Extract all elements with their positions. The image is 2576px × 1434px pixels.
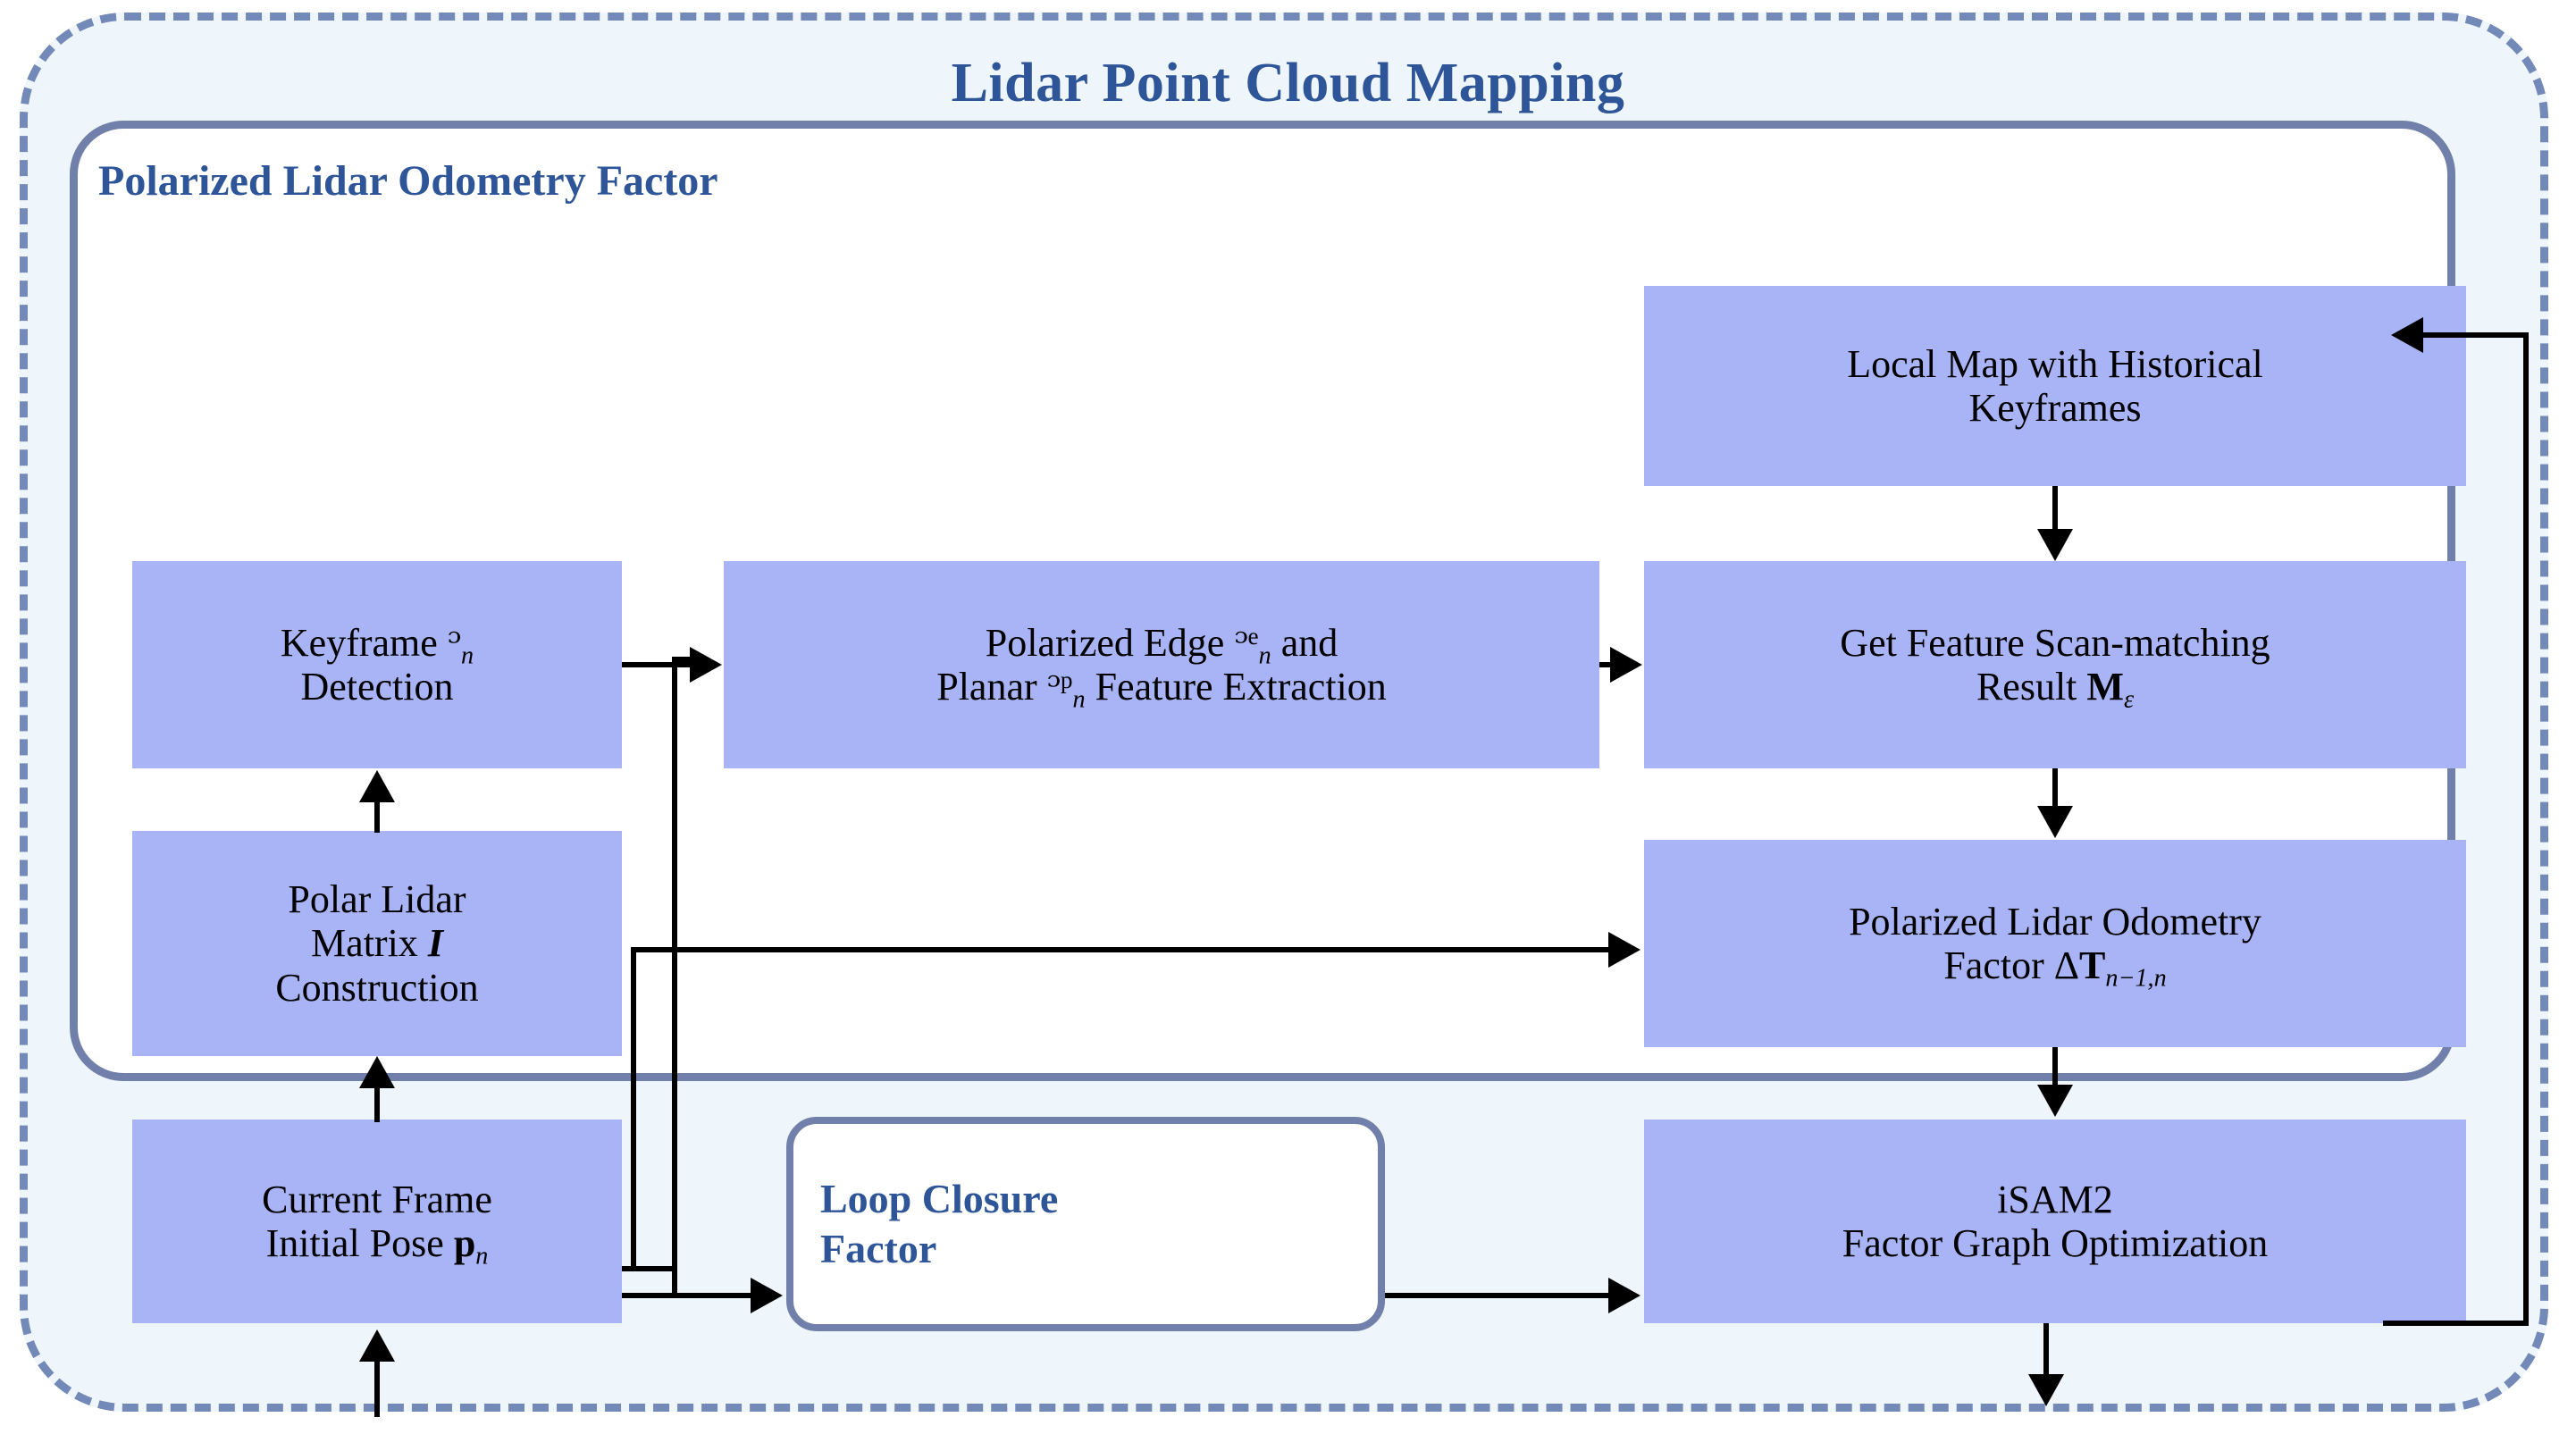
edge-localmap-scanmatching-arrow (2037, 529, 2073, 561)
edge-currentframe-loop-arrow (751, 1278, 783, 1313)
edge-polarmatrix-keyframe-arrow (359, 770, 395, 802)
node-polar-matrix-line3: Construction (275, 965, 479, 1010)
blackboard-F-icon: ᵓ (1234, 619, 1248, 666)
node-current-frame-line1: Current Frame (262, 1177, 492, 1221)
edge-odometry-isam2-arrow (2037, 1085, 2073, 1117)
edge-isam2-external-arrow (2028, 1374, 2064, 1406)
edge-feedback-h-bottom (2383, 1321, 2529, 1326)
node-current-frame[interactable]: Current Frame Initial Pose pn (132, 1120, 622, 1323)
node-feature-extraction[interactable]: Polarized Edge ᵓen and Planar ᵓpn Featur… (724, 561, 1599, 768)
node-isam2-line1: iSAM2 (1997, 1177, 2113, 1221)
edge-odometry-isam2-line (2052, 1047, 2058, 1088)
node-feature-extraction-line2: Planar ᵓpn Feature Extraction (936, 664, 1387, 714)
node-isam2-line2: Factor Graph Optimization (1842, 1221, 2269, 1265)
edge-keyframe-feature-line (622, 662, 695, 667)
edge-external-currentframe-arrow (359, 1329, 395, 1362)
blackboard-F-icon: ᵓ (447, 619, 462, 666)
node-scan-matching-line2: Result Mε (1976, 665, 2135, 714)
node-local-map-line2: Keyframes (1968, 386, 2142, 430)
edge-scanmatching-odometry-arrow (2037, 806, 2073, 838)
node-polar-matrix-line1: Polar Lidar (288, 877, 466, 922)
node-loop-closure-line2: Factor (820, 1226, 937, 1271)
edge-loop-isam2-arrow (1608, 1278, 1640, 1313)
node-local-map-line1: Local Map with Historical (1847, 341, 2263, 386)
edge-feedback-h-top (2412, 332, 2529, 338)
page-title: Lidar Point Cloud Mapping (951, 53, 1625, 113)
blackboard-F-icon: ᵓ (1046, 664, 1061, 709)
edge-feedback-riser (2523, 332, 2529, 1326)
node-current-frame-line2: Initial Pose pn (265, 1221, 489, 1270)
edge-keyframe-feature-arrow (690, 647, 722, 683)
edge-feature-scanmatching-line (1599, 662, 1617, 667)
edge-currentframe-feature-h1 (622, 1293, 677, 1298)
edge-currentframe-polarmatrix-line (374, 1088, 380, 1122)
matrix-M-symbol: M (2086, 665, 2124, 709)
node-polar-matrix[interactable]: Polar Lidar Matrix I Construction (132, 831, 622, 1056)
node-polar-matrix-line2: Matrix I (311, 921, 443, 966)
edge-loop-isam2-line (1385, 1293, 1615, 1298)
node-loop-closure-factor[interactable]: Loop Closure Factor (786, 1117, 1385, 1331)
edge-currentframe-odometry-riser (631, 947, 636, 1269)
node-local-map[interactable]: Local Map with Historical Keyframes (1644, 286, 2466, 486)
node-odometry-factor[interactable]: Polarized Lidar Odometry Factor ΔTn−1,n (1644, 840, 2466, 1047)
pose-p-symbol: p (453, 1221, 476, 1265)
node-keyframe-detection[interactable]: Keyframe ᵓn Detection (132, 561, 622, 768)
edge-external-currentframe-line (374, 1362, 380, 1417)
edge-currentframe-odometry-arrow (1608, 932, 1640, 968)
node-keyframe-detection-line2: Detection (300, 665, 454, 709)
node-scan-matching-line1: Get Feature Scan-matching (1840, 620, 2270, 665)
node-feature-extraction-line1: Polarized Edge ᵓen and (985, 619, 1338, 670)
matrix-I-symbol: I (427, 921, 443, 966)
node-scan-matching[interactable]: Get Feature Scan-matching Result Mε (1644, 561, 2466, 768)
node-loop-closure-line1: Loop Closure (820, 1175, 1059, 1221)
node-odometry-factor-line1: Polarized Lidar Odometry (1849, 899, 2261, 943)
edge-feedback-arrow (2391, 317, 2423, 353)
edge-currentframe-feature-h2 (672, 657, 699, 662)
edge-currentframe-loop-line (672, 1293, 758, 1298)
node-isam2[interactable]: iSAM2 Factor Graph Optimization (1644, 1120, 2466, 1323)
edge-currentframe-odometry-h1 (622, 1266, 675, 1271)
edge-polarmatrix-keyframe-line (374, 802, 380, 833)
node-odometry-factor-line2: Factor ΔTn−1,n (1943, 943, 2167, 993)
edge-currentframe-polarmatrix-arrow (359, 1056, 395, 1088)
edge-localmap-scanmatching-line (2052, 486, 2058, 531)
edge-isam2-external-line (2043, 1323, 2049, 1379)
edge-currentframe-odometry-h2 (631, 947, 1614, 952)
section-title: Polarized Lidar Odometry Factor (98, 157, 718, 205)
transform-T-symbol: T (2079, 943, 2106, 987)
edge-feature-scanmatching-arrow (1610, 647, 1642, 683)
edge-scanmatching-odometry-line (2052, 768, 2058, 809)
edge-currentframe-feature-riser (672, 657, 677, 1296)
node-keyframe-detection-line1: Keyframe ᵓn (280, 619, 474, 670)
